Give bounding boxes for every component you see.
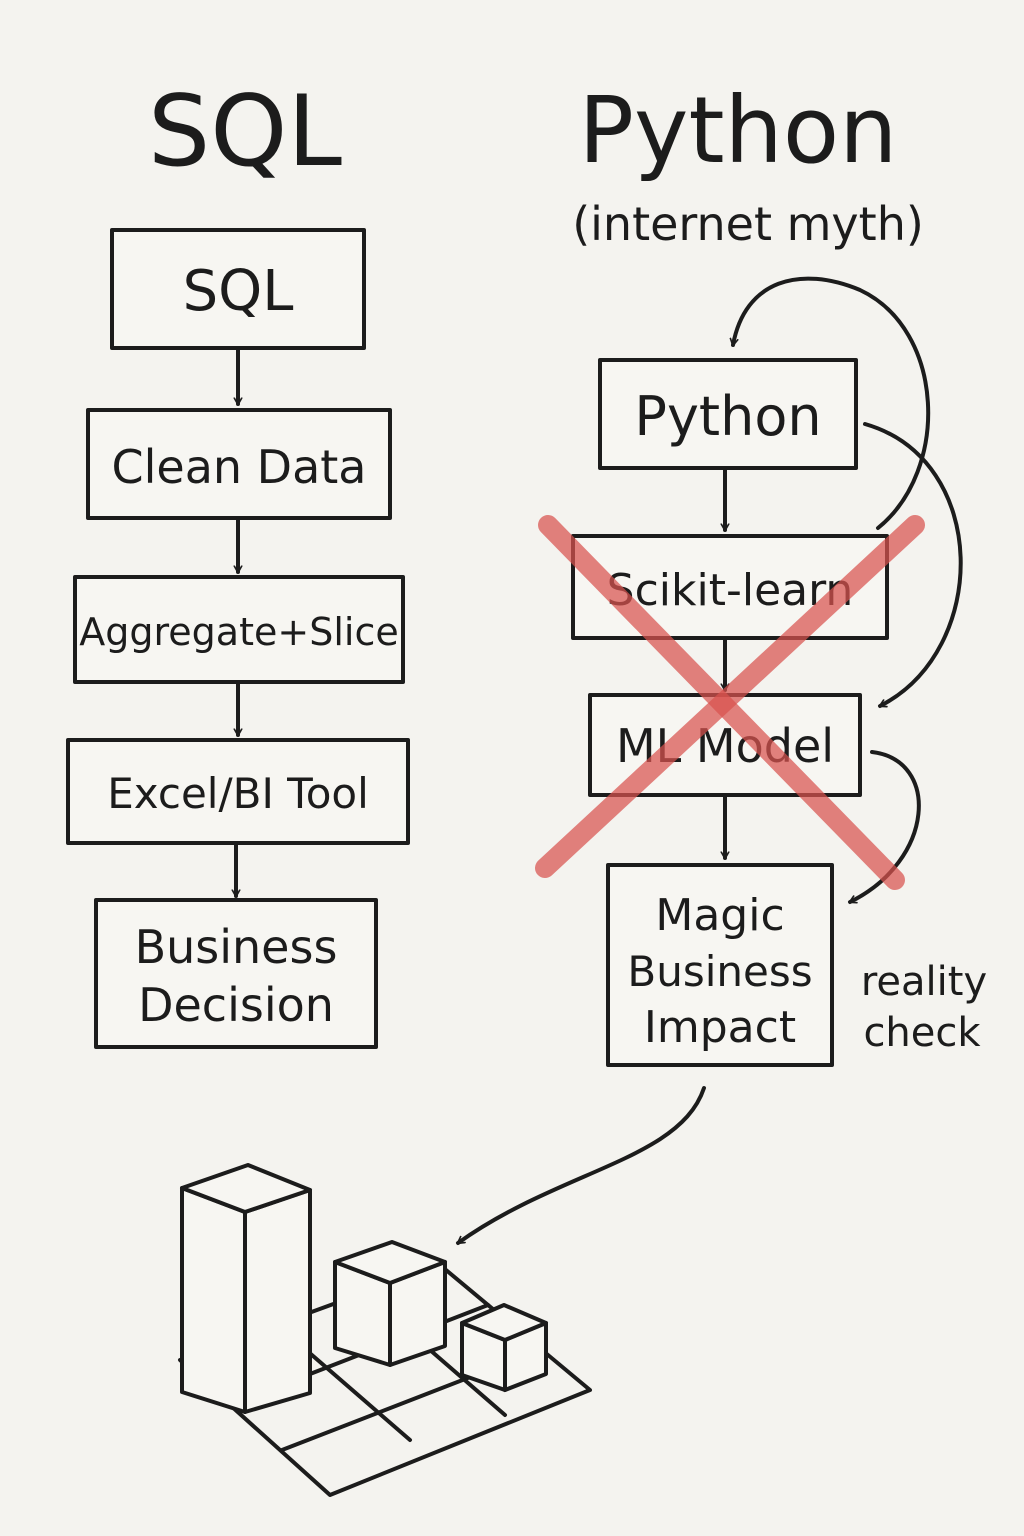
box-clean-data-label: Clean Data [112, 440, 367, 494]
reality-check-note-line2: check [863, 1010, 981, 1056]
box-aggregate-slice [73, 575, 405, 684]
box-magic-business-impact [606, 863, 834, 1067]
loop-arrow-back-to-python [733, 276, 931, 530]
reality-check-note-line1: reality [861, 959, 987, 1005]
box-magic-line2: Business [627, 947, 812, 996]
right-flow: Python Scikit-learn ML Model Magic Busin… [535, 276, 987, 1067]
box-magic-line1: Magic [655, 890, 784, 941]
right-column-title: Python [579, 77, 898, 184]
arrow-impact-to-chart [456, 1086, 706, 1245]
box-aggregate-slice-label: Aggregate+Slice [79, 610, 398, 654]
chart-bar-tall [180, 1163, 312, 1414]
box-business-decision-line2: Decision [138, 978, 334, 1032]
box-python [598, 358, 858, 470]
left-flow: SQL Clean Data Aggregate+Slice Excel/BI … [66, 228, 410, 1049]
chart-bar-medium [333, 1240, 447, 1367]
bar-chart-sketch-icon [178, 1163, 592, 1497]
left-column-title: SQL [148, 75, 342, 189]
chart-bar-small [460, 1303, 548, 1392]
box-clean-data [86, 408, 392, 520]
box-magic-line3: Impact [644, 1002, 796, 1053]
box-sql-label: SQL [183, 259, 294, 324]
box-business-decision-line1: Business [135, 920, 338, 974]
box-python-label: Python [634, 385, 821, 448]
curve-arrow-ml-to-magic [848, 750, 921, 904]
box-business-decision [94, 898, 378, 1049]
right-column-subtitle: (internet myth) [572, 197, 924, 251]
box-excel-bi-tool-label: Excel/BI Tool [107, 769, 369, 818]
curve-arrow-python-to-ml [863, 422, 963, 708]
red-cross-stroke-2 [535, 515, 925, 878]
box-sql [110, 228, 366, 350]
